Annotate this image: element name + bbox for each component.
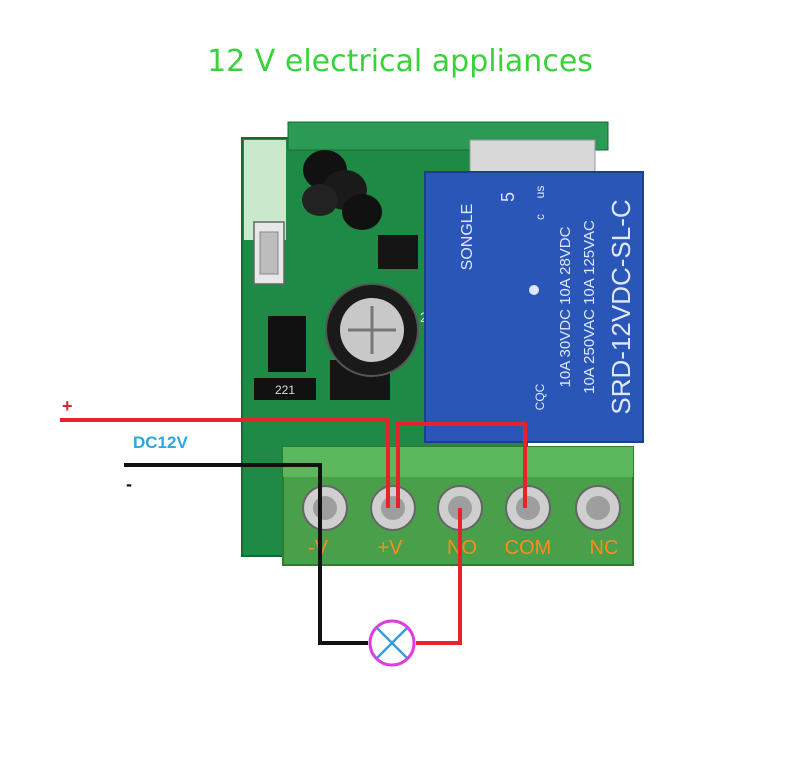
- terminal-label-plus-v: +V: [377, 537, 403, 559]
- negative-supply-wire: [124, 463, 322, 508]
- resistor: 221: [254, 378, 316, 400]
- screw-terminal-5: [575, 485, 621, 531]
- diagram-title: 12 V electrical appliances: [207, 44, 593, 79]
- relay-cert-c: c: [533, 214, 547, 220]
- relay-rating-2: 10A 30VDC 10A 28VDC: [557, 226, 574, 387]
- smd-chip: [378, 235, 418, 269]
- screw-terminal-1: [302, 485, 348, 531]
- com-bridge-wire: [396, 422, 527, 508]
- screw-terminal-4: [505, 485, 551, 531]
- relay: SRD-12VDC-SL-C 10A 250VAC 10A 125VAC 10A…: [424, 171, 644, 443]
- relay-cert-us: us: [533, 186, 547, 199]
- relay-rating-1: 10A 250VAC 10A 125VAC: [581, 220, 598, 394]
- supply-label: DC12V: [133, 433, 188, 452]
- electrolytic-capacitor: 22: [325, 283, 436, 377]
- wiring: [60, 418, 527, 645]
- screw-terminal-2: [370, 485, 416, 531]
- push-button: [253, 221, 285, 285]
- lamp-positive-wire: [416, 508, 462, 645]
- terminal-label-com: COM: [505, 537, 552, 559]
- lamp-negative-wire: [318, 508, 368, 645]
- negative-sign: -: [126, 474, 132, 494]
- voltage-regulator-chip: [268, 316, 306, 372]
- lamp-icon: [368, 619, 416, 667]
- terminal-label-nc: NC: [590, 537, 619, 559]
- antenna-coil: [302, 150, 382, 230]
- relay-brand: SONGLE: [459, 204, 476, 271]
- relay-mark-dot: [529, 285, 539, 295]
- relay-model: SRD-12VDC-SL-C: [606, 199, 636, 414]
- resistor-code: 221: [275, 383, 295, 397]
- relay-logo-text: CQC: [533, 383, 547, 410]
- relay-number: 5: [498, 192, 518, 202]
- positive-sign: +: [62, 396, 73, 416]
- positive-supply-wire: [60, 418, 390, 508]
